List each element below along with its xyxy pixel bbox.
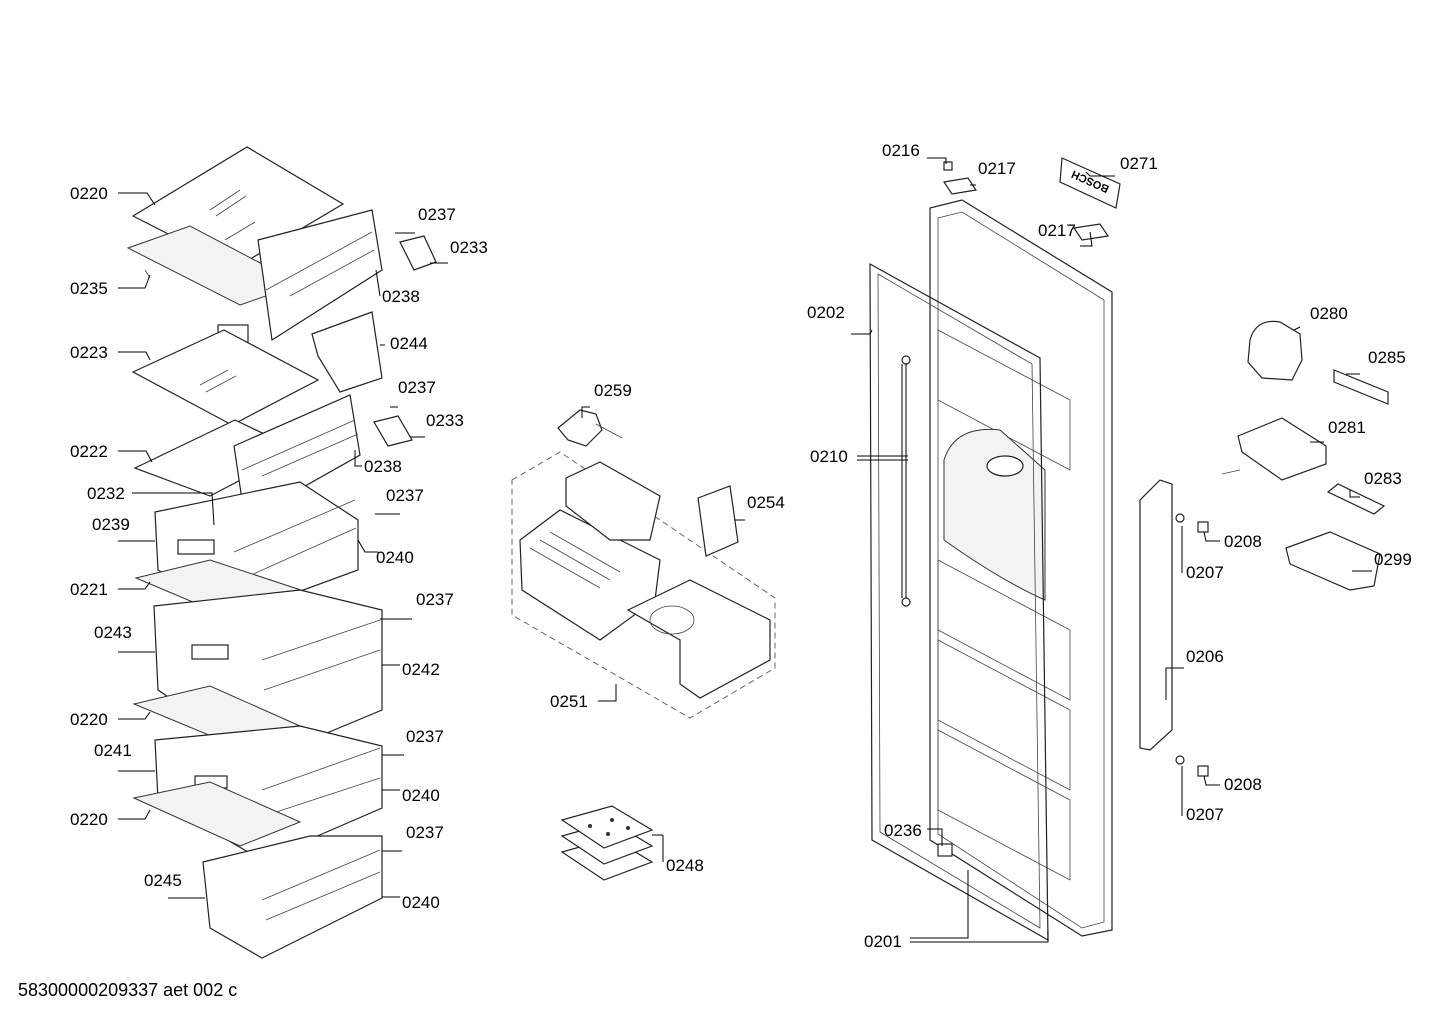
label-0239: 0239 [92,515,130,534]
label-0222: 0222 [70,442,108,461]
lever-0283 [1326,483,1386,515]
clip-0233-lower [373,415,413,447]
label-0242: 0242 [402,660,440,679]
actuator-0281 [1237,417,1327,481]
door-handle-0206 [1139,479,1173,751]
glass-plate-0220-bottom [132,781,302,847]
label-0217-b: 0217 [1038,221,1076,240]
ice-bucket [626,579,771,699]
shelves-and-drawers-group [126,146,437,959]
label-0240-a: 0240 [376,548,414,567]
box-0244 [311,311,383,393]
dispenser-outlet [986,455,1024,477]
label-0283: 0283 [1364,469,1402,488]
label-0208-a: 0208 [1224,532,1262,551]
leader-lines [118,157,1372,943]
label-0235: 0235 [70,279,108,298]
label-0201: 0201 [864,932,902,951]
cover-0217-a [942,177,978,195]
label-0248: 0248 [666,856,704,875]
drawer-0245 [202,835,383,959]
label-0245: 0245 [144,871,182,890]
label-0207-b: 0207 [1186,805,1224,824]
cover-0208-upper [1197,521,1209,533]
ice-maker-dashed-outline [511,451,776,719]
screw-0207-upper [1175,513,1185,523]
label-0217-a: 0217 [978,159,1016,178]
label-0280: 0280 [1310,304,1348,323]
label-0233-a: 0233 [450,238,488,257]
label-0299: 0299 [1374,550,1412,569]
motor-0280 [1247,320,1303,381]
label-0237-e: 0237 [406,727,444,746]
label-0271: 0271 [1120,154,1158,173]
label-0285: 0285 [1368,348,1406,367]
label-0237-f: 0237 [406,823,444,842]
strip-0285 [1333,369,1389,405]
door-liner [937,329,1071,881]
hinge-cover-0236 [937,843,953,857]
label-0223: 0223 [70,343,108,362]
label-0220-b: 0220 [70,710,108,729]
label-0281: 0281 [1328,418,1366,437]
cover-0208-lower [1197,765,1209,777]
drawer-handle-0243 [191,644,229,660]
cold-packs-0248 [560,805,654,881]
label-0208-b: 0208 [1224,775,1262,794]
screw-0210-top [901,355,911,365]
drip-tray-0299 [1285,531,1381,591]
label-0259: 0259 [594,381,632,400]
part-labels: 0220 0235 0223 0222 0232 0239 0221 0243 … [70,141,1412,951]
label-0244: 0244 [390,334,428,353]
fill-valve-0259 [557,409,603,447]
bosch-logo-0271: BOSCH [1059,157,1121,209]
dispenser-parts-group [1221,320,1389,591]
label-0207-a: 0207 [1186,563,1224,582]
label-0236: 0236 [884,821,922,840]
label-0241: 0241 [94,741,132,760]
label-0221: 0221 [70,580,108,599]
label-0202: 0202 [807,303,845,322]
clip-0233-upper [399,235,437,271]
drawer-handle-0239 [177,539,215,555]
glass-shelf-0223 [131,329,320,426]
screw-0210-bottom [901,597,911,607]
drawing-code: 58300000209337 aet 002 c [18,980,238,1000]
screw-0207-lower [1175,755,1185,765]
label-0237-b: 0237 [398,378,436,397]
label-0237-a: 0237 [418,205,456,224]
ice-tray [519,509,661,641]
label-0232: 0232 [87,484,125,503]
label-0210: 0210 [810,447,848,466]
cover-0217-b [1072,223,1110,241]
label-0243: 0243 [94,623,132,642]
cover-0254 [697,485,739,557]
ice-maker-group [511,409,776,881]
ice-mould [565,461,661,541]
label-0237-d: 0237 [416,590,454,609]
door-group: BOSCH [869,157,1209,942]
label-0240-b: 0240 [402,786,440,805]
label-0251: 0251 [550,692,588,711]
cap-0216 [943,161,953,171]
label-0220-c: 0220 [70,810,108,829]
label-0237-c: 0237 [386,486,424,505]
door-shelf-upper [257,209,383,342]
label-0220-a: 0220 [70,184,108,203]
label-0216: 0216 [882,141,920,160]
label-0206: 0206 [1186,647,1224,666]
label-0254: 0254 [747,493,785,512]
label-0238-a: 0238 [382,287,420,306]
label-0233-b: 0233 [426,411,464,430]
label-0240-c: 0240 [402,893,440,912]
label-0238-b: 0238 [364,457,402,476]
